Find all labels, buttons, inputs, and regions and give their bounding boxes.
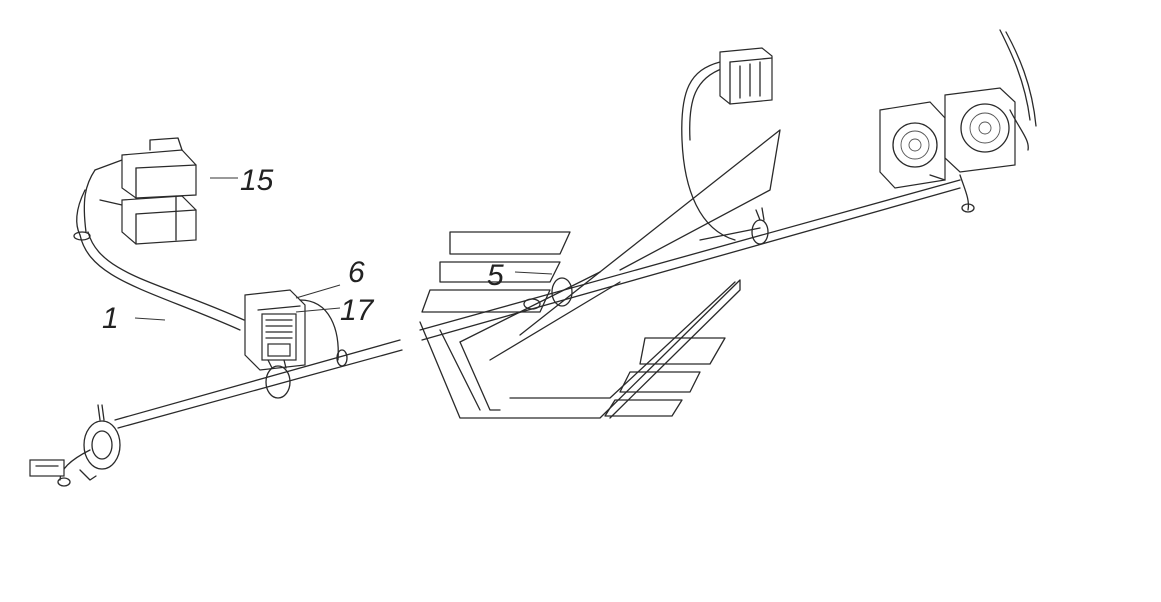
connector-blocks-15 [121,137,197,245]
callout-labels: 1 5 6 15 17 [102,164,504,335]
leader-lines [134,177,553,321]
callout-5: 5 [487,259,504,292]
callout-1: 1 [102,302,119,335]
branch-cable-15 [73,159,245,331]
main-harness-cable [114,179,961,429]
left-end-connector [29,404,121,487]
background-emblem [419,129,781,419]
callout-6: 6 [348,256,365,289]
control-unit-6 [244,289,348,371]
callout-15: 15 [240,164,274,197]
lamp-units [879,29,1037,213]
callout-17: 17 [340,294,375,327]
top-connector-block [681,47,773,241]
harness-clamps [265,207,769,399]
